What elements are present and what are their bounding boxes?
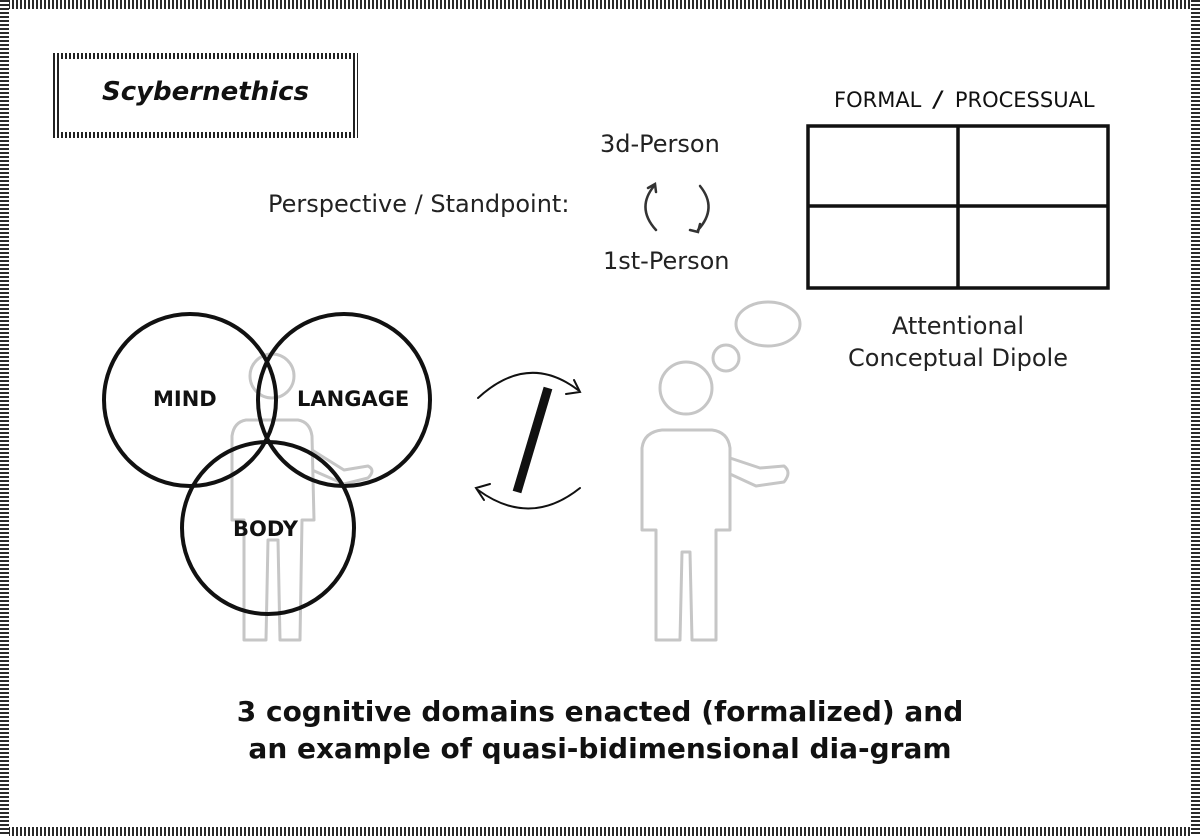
- body-circle: [180, 440, 356, 616]
- thought-bubble-small: [711, 343, 741, 373]
- caption-line2: an example of quasi-bidimensional dia-gr…: [248, 732, 952, 765]
- left-curve-arrow: [644, 184, 658, 232]
- perspective-swap-icon: [644, 181, 710, 234]
- mind-circle: [102, 312, 278, 488]
- grid-header: FORMAL / PROCESSUAL: [834, 88, 1095, 113]
- header-separator: /: [934, 88, 943, 113]
- venn-diagram: [102, 312, 432, 616]
- venn-label-mind: MIND: [153, 387, 217, 411]
- venn-label-body: BODY: [233, 517, 298, 541]
- title-text: Scybernethics: [101, 76, 310, 107]
- thought-bubble-large: [734, 300, 802, 348]
- person-figure-right: [640, 300, 802, 642]
- frame-right-border: [1191, 0, 1200, 836]
- first-person-label: 1st-Person: [603, 247, 730, 275]
- formal-label: FORMAL: [834, 88, 922, 112]
- perspective-label: Perspective / Standpoint:: [268, 190, 570, 218]
- frame-bottom-border: [0, 827, 1200, 836]
- lower-arc-arrow: [477, 487, 581, 510]
- dipole-grid: [806, 124, 1110, 290]
- dipole-caption-line2: Conceptual Dipole: [848, 344, 1068, 372]
- upper-arc-arrow: [477, 371, 579, 399]
- caption-line1: 3 cognitive domains enacted (formalized)…: [236, 695, 964, 728]
- frame-top-border: [0, 0, 1200, 9]
- dipole-caption: Attentional Conceptual Dipole: [818, 310, 1098, 374]
- venn-label-language: LANGAGE: [297, 387, 410, 411]
- third-person-label: 3d-Person: [600, 130, 720, 158]
- title-box: Scybernethics: [53, 53, 358, 138]
- figure-caption: 3 cognitive domains enacted (formalized)…: [0, 693, 1200, 767]
- slash-bar: [512, 386, 553, 494]
- dipole-caption-line1: Attentional: [891, 312, 1025, 340]
- right-curve-arrow: [696, 184, 710, 232]
- processual-label: PROCESSUAL: [954, 88, 1095, 112]
- frame-left-border: [0, 0, 9, 836]
- transformation-icon: [474, 371, 582, 510]
